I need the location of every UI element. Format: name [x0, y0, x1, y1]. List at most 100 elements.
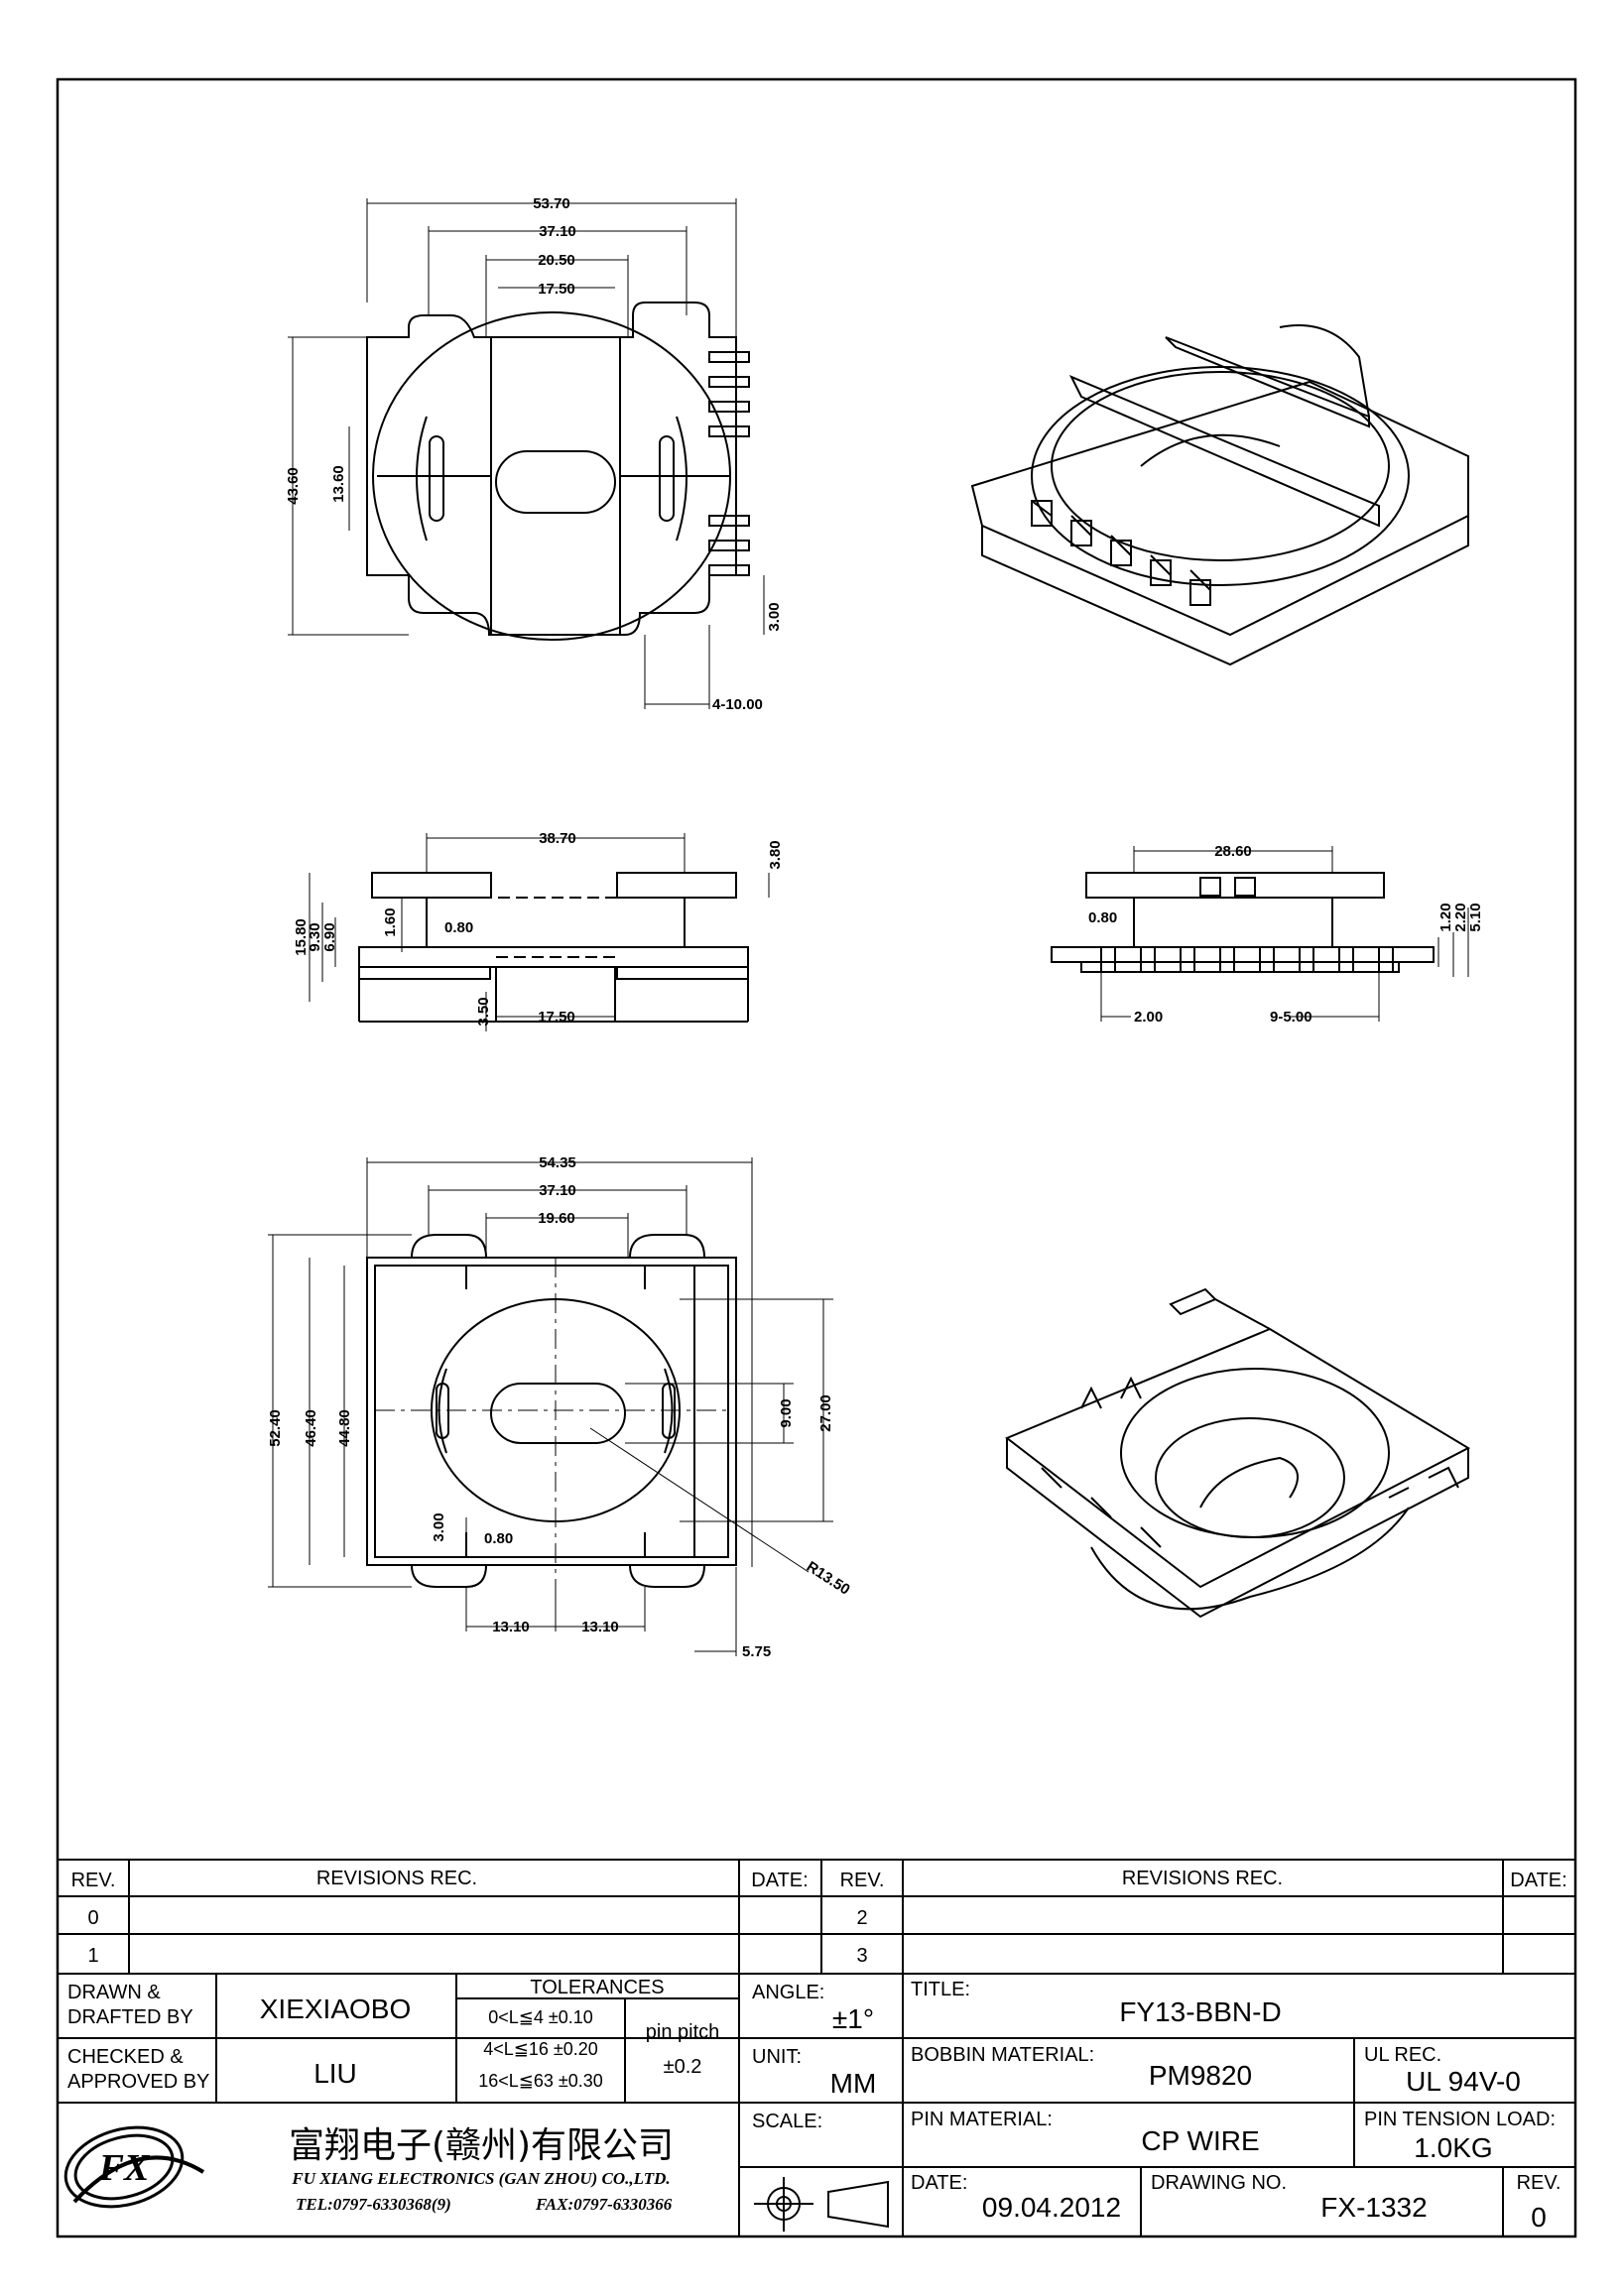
rev-row-2: 2 [856, 1907, 867, 1929]
dim-front-h-step: 3.80 [767, 840, 784, 869]
dim-bot-half-a: 13.10 [492, 1619, 530, 1635]
dim-side-h1: 1.20 [1437, 903, 1454, 931]
front-view-dimensions [309, 833, 770, 1031]
side-view [1051, 872, 1435, 973]
title-block-text: REV. REVISIONS REC. DATE: REV. REVISIONS… [67, 1868, 1567, 2233]
drawing-no-value: FX-1332 [1320, 2192, 1427, 2223]
angle-value: ±1° [832, 2003, 874, 2034]
drawn-label: DRAWN & DRAFTED BY [67, 1982, 193, 2028]
dim-bot-edge: 5.75 [742, 1643, 771, 1660]
company-tel: TEL:0797-6330368(9) [296, 2195, 451, 2214]
dim-side-pin-w: 2.00 [1134, 1009, 1163, 1026]
drawn-value: XIEXIAOBO [260, 1994, 412, 2024]
dim-bot-tab-h: 3.00 [431, 1512, 447, 1541]
company-fax: FAX:0797-6330366 [535, 2195, 673, 2214]
drawn-label-1: DRAWN & [67, 1982, 161, 2003]
title-value: FY13-BBN-D [1119, 1996, 1281, 2027]
side-view-dimensions [1100, 846, 1469, 1022]
date-label: DATE: [911, 2172, 967, 2194]
dim-bot-h-b: 44.80 [336, 1409, 353, 1447]
rev-row-3: 3 [856, 1945, 867, 1967]
dim-top-w-slot: 17.50 [538, 281, 575, 298]
ul-label: UL REC. [1364, 2044, 1441, 2066]
dim-front-h-total: 15.80 [293, 918, 310, 956]
unit-value: MM [830, 2068, 877, 2099]
pin-pitch-value: ±0.2 [664, 2056, 702, 2078]
dim-top-pin-w: 4-10.00 [712, 696, 763, 713]
dim-front-w-top: 38.70 [539, 830, 576, 847]
rev-label: REV. [1517, 2172, 1562, 2194]
dim-top-w-inner: 20.50 [538, 252, 575, 269]
projection-symbol-icon [754, 2177, 889, 2232]
tol-line-2: 16<L≦63 ±0.30 [478, 2071, 603, 2091]
date-value: 09.04.2012 [982, 2192, 1121, 2223]
checked-value: LIU [313, 2058, 357, 2089]
checked-label-2: APPROVED BY [67, 2071, 209, 2093]
drawing-no-label: DRAWING NO. [1151, 2172, 1287, 2194]
dim-front-gap: 0.80 [444, 919, 473, 936]
checked-label: CHECKED & APPROVED BY [67, 2046, 209, 2093]
title-label: TITLE: [911, 1979, 970, 2000]
dim-top-h-outer: 43.60 [285, 467, 302, 505]
drawn-label-2: DRAFTED BY [67, 2006, 193, 2028]
dim-bot-h-outer: 52.40 [267, 1409, 284, 1447]
dim-bot-w-mid: 37.10 [539, 1182, 576, 1199]
ul-value: UL 94V-0 [1406, 2066, 1521, 2097]
company-name-cn: 富翔电子(赣州)有限公司 [289, 2125, 674, 2166]
title-block [58, 1859, 1575, 2236]
dim-front-h-base: 3.50 [475, 997, 492, 1026]
tension-value: 1.0KG [1414, 2132, 1492, 2163]
scale-label: SCALE: [752, 2111, 822, 2132]
tolerances-label: TOLERANCES [530, 1977, 664, 1998]
bottom-view [366, 1234, 737, 1588]
company-name-en: FU XIANG ELECTRONICS (GAN ZHOU) CO.,LTD. [291, 2169, 670, 2188]
pin-material-value: CP WIRE [1141, 2125, 1259, 2156]
dim-bot-half-b: 13.10 [581, 1619, 619, 1635]
dim-top-w-outer: 53.70 [533, 195, 570, 212]
dim-bot-w-inner: 19.60 [538, 1210, 575, 1227]
pin-pitch-label: pin pitch [646, 2021, 720, 2043]
dim-front-w-slot: 17.50 [538, 1009, 575, 1026]
dim-side-gap: 0.80 [1088, 909, 1117, 926]
dim-bot-tab-w: 0.80 [484, 1530, 513, 1547]
dim-bot-h-slot: 9.00 [778, 1398, 795, 1427]
logo-text: FX [98, 2147, 151, 2189]
iso-view-top [970, 324, 1469, 666]
rev-row-1: 1 [87, 1945, 98, 1967]
dim-side-w: 28.60 [1214, 843, 1252, 860]
top-view-dimensions [288, 198, 765, 709]
rev-value: 0 [1531, 2202, 1547, 2233]
dim-bot-w-outer: 54.35 [539, 1154, 576, 1171]
top-view [366, 302, 750, 641]
iso-view-bottom [1005, 1287, 1471, 1619]
dim-top-h-slot: 13.60 [330, 465, 347, 503]
revisions-header: REVISIONS REC. [316, 1868, 477, 1889]
dim-side-pitch: 9-5.00 [1270, 1009, 1312, 1026]
tol-line-0: 0<L≦4 ±0.10 [488, 2007, 593, 2027]
bobbin-value: PM9820 [1149, 2060, 1252, 2091]
dim-top-w-mid: 37.10 [539, 223, 576, 240]
pin-material-label: PIN MATERIAL: [911, 2109, 1053, 2130]
angle-label: ANGLE: [752, 1982, 824, 2003]
checked-label-1: CHECKED & [67, 2046, 184, 2068]
front-view [358, 872, 749, 1023]
dim-side-h3: 5.10 [1467, 903, 1484, 931]
bottom-view-dimensions [268, 1157, 833, 1656]
dim-side-h2: 2.20 [1452, 903, 1469, 931]
dim-bot-h-a: 46.40 [303, 1409, 319, 1447]
date-header: DATE: [751, 1870, 808, 1891]
rev-row-0: 0 [87, 1907, 98, 1929]
revisions-header-right: REVISIONS REC. [1122, 1868, 1283, 1889]
dim-front-h-b: 6.90 [321, 922, 338, 951]
rev-header-right: REV. [840, 1870, 885, 1891]
date-header-right: DATE: [1510, 1870, 1566, 1891]
unit-label: UNIT: [752, 2046, 802, 2068]
dim-front-h-a: 9.30 [307, 922, 323, 951]
bobbin-label: BOBBIN MATERIAL: [911, 2044, 1094, 2066]
dim-front-h-c: 1.60 [382, 907, 399, 936]
dim-bot-radius: R13.50 [804, 1558, 853, 1599]
fx-logo-icon: FX [63, 2125, 205, 2209]
tol-line-1: 4<L≦16 ±0.20 [483, 2039, 598, 2059]
dim-bot-h-oval: 27.00 [817, 1394, 834, 1432]
